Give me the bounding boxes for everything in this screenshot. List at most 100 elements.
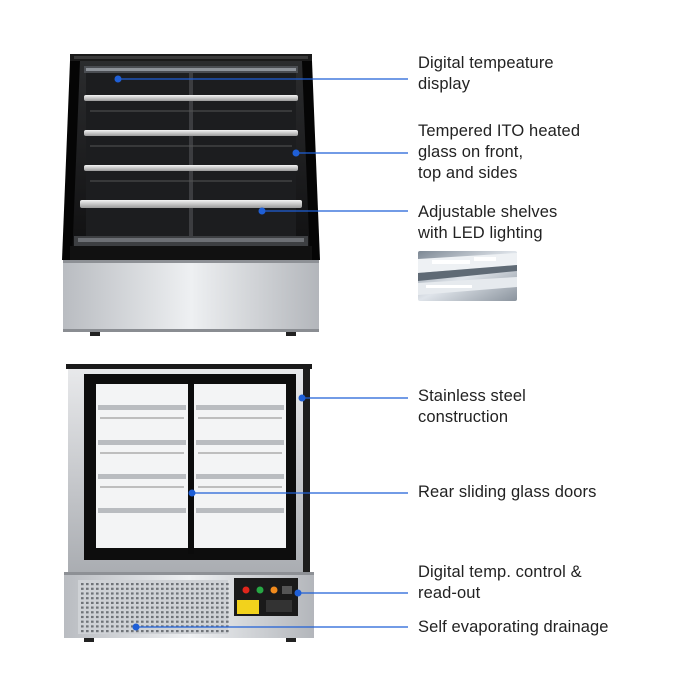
- vent-slot: [206, 630, 209, 633]
- vent-slot: [106, 620, 109, 623]
- vent-slot: [221, 601, 224, 604]
- vent-slot: [221, 611, 224, 614]
- vent-slot: [136, 601, 139, 604]
- vent-slot: [81, 606, 84, 609]
- vent-slot: [111, 630, 114, 633]
- vent-grille: [78, 580, 229, 634]
- vent-slot: [146, 615, 149, 619]
- vent-slot: [221, 606, 224, 609]
- callout-label-glass: Tempered ITO heated glass on front, top …: [418, 122, 581, 182]
- vent-slot: [191, 587, 194, 590]
- vent-slot: [156, 587, 159, 590]
- display-case-front-view: [62, 54, 320, 336]
- vent-slot: [141, 630, 144, 633]
- vent-slot: [206, 620, 209, 623]
- vent-slot: [96, 592, 99, 595]
- vent-slot: [201, 611, 204, 614]
- vent-slot: [181, 587, 184, 590]
- vent-slot: [136, 592, 139, 595]
- vent-slot: [211, 583, 214, 586]
- vent-slot: [211, 592, 214, 595]
- vent-slot: [101, 597, 104, 600]
- vent-slot: [226, 601, 229, 604]
- vent-slot: [166, 630, 169, 633]
- vent-slot: [201, 601, 204, 604]
- vent-slot: [126, 592, 129, 595]
- vent-slot: [121, 611, 124, 614]
- callout-label-control: Digital temp. control & read-out: [418, 563, 582, 602]
- vent-slot: [126, 611, 129, 614]
- vent-slot: [161, 601, 164, 604]
- vent-slot: [196, 587, 199, 590]
- vent-slot: [126, 615, 129, 619]
- vent-slot: [126, 625, 129, 628]
- vent-slot: [206, 601, 209, 604]
- vent-slot: [96, 630, 99, 633]
- vent-slot: [141, 587, 144, 590]
- vent-slot: [96, 615, 99, 619]
- vent-slot: [151, 597, 154, 600]
- vent-slot: [211, 601, 214, 604]
- vent-slot: [196, 620, 199, 623]
- vent-slot: [201, 592, 204, 595]
- callout-lines: [114, 75, 408, 631]
- vent-slot: [81, 611, 84, 614]
- vent-slot: [226, 606, 229, 609]
- vent-slot: [146, 611, 149, 614]
- vent-slot: [226, 597, 229, 600]
- vent-slot: [176, 583, 179, 586]
- vent-slot: [186, 592, 189, 595]
- vent-slot: [116, 606, 119, 609]
- vent-slot: [196, 615, 199, 619]
- vent-slot: [91, 606, 94, 609]
- vent-slot: [161, 587, 164, 590]
- callout-label-steel: Stainless steel construction: [418, 387, 526, 426]
- vent-slot: [121, 620, 124, 623]
- vent-slot: [141, 611, 144, 614]
- callout-label-temp-display: Digital tempeature display: [418, 54, 554, 93]
- vent-slot: [101, 630, 104, 633]
- vent-slot: [196, 611, 199, 614]
- vent-slot: [206, 587, 209, 590]
- vent-slot: [91, 630, 94, 633]
- vent-slot: [201, 606, 204, 609]
- vent-slot: [211, 620, 214, 623]
- vent-slot: [191, 615, 194, 619]
- vent-slot: [101, 592, 104, 595]
- vent-slot: [171, 615, 174, 619]
- vent-slot: [111, 597, 114, 600]
- vent-slot: [131, 615, 134, 619]
- vent-slot: [141, 620, 144, 623]
- vent-slot: [126, 606, 129, 609]
- vent-slot: [211, 606, 214, 609]
- vent-slot: [176, 587, 179, 590]
- vent-slot: [161, 620, 164, 623]
- vent-slot: [136, 597, 139, 600]
- vent-slot: [116, 615, 119, 619]
- vent-slot: [191, 583, 194, 586]
- vent-slot: [201, 597, 204, 600]
- vent-slot: [86, 625, 89, 628]
- vent-slot: [96, 611, 99, 614]
- vent-slot: [171, 583, 174, 586]
- vent-slot: [221, 587, 224, 590]
- vent-slot: [106, 611, 109, 614]
- vent-slot: [121, 625, 124, 628]
- vent-slot: [181, 597, 184, 600]
- vent-slot: [226, 620, 229, 623]
- vent-slot: [156, 620, 159, 623]
- vent-slot: [136, 611, 139, 614]
- vent-slot: [156, 606, 159, 609]
- vent-slot: [171, 606, 174, 609]
- vent-slot: [166, 583, 169, 586]
- vent-slot: [96, 601, 99, 604]
- vent-slot: [101, 620, 104, 623]
- vent-slot: [121, 601, 124, 604]
- vent-slot: [216, 587, 219, 590]
- vent-slot: [196, 606, 199, 609]
- vent-slot: [106, 597, 109, 600]
- vent-slot: [146, 597, 149, 600]
- vent-slot: [101, 606, 104, 609]
- vent-slot: [181, 620, 184, 623]
